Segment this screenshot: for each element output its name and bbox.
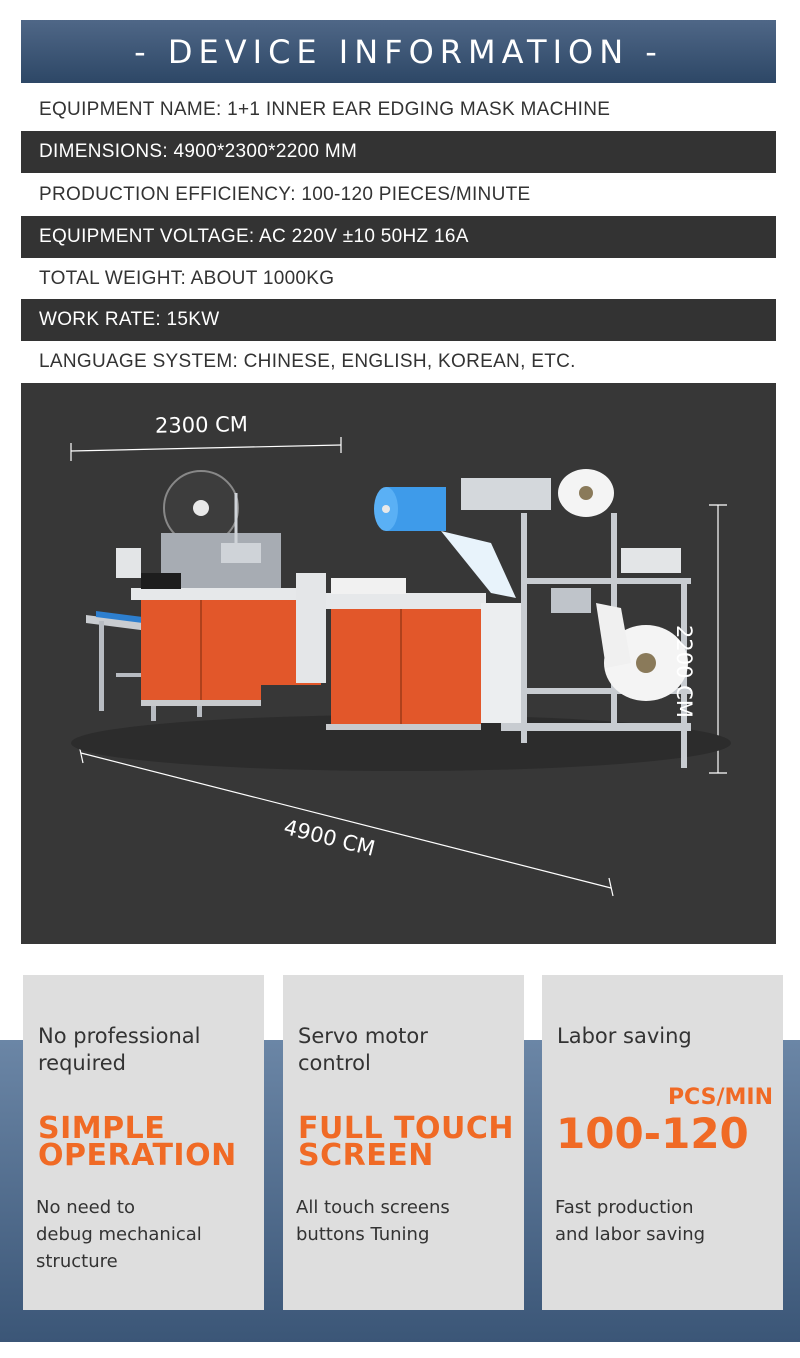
blue-fabric-roll (374, 487, 516, 598)
feature-headline: FULL TOUCH SCREEN (298, 1111, 514, 1173)
spec-total-weight: TOTAL WEIGHT: ABOUT 1000KG (39, 268, 335, 289)
rate-value: 100-120 (556, 1109, 749, 1158)
feature-description: Fast production and labor saving (555, 1197, 706, 1245)
rate-unit: PCS/MIN (667, 1085, 773, 1110)
dimension-lines (70, 437, 727, 897)
feature-headline: SIMPLE OPERATION (38, 1111, 237, 1173)
spec-dimensions: DIMENSIONS: 4900*2300*2200 MM (21, 131, 776, 173)
white-roll-bottom (596, 603, 688, 701)
feature-subtitle: Servo motor control (298, 1024, 428, 1075)
feature-card-full-touch-screen: Servo motor control FULL TOUCH SCREEN Al… (283, 975, 524, 1310)
section-header: - DEVICE INFORMATION - (21, 20, 776, 83)
feature-card-labor-saving: Labor saving PCS/MIN 100-120 Fast produc… (542, 975, 783, 1310)
feature-description: No need to debug mechanical structure (36, 1197, 202, 1272)
left-top-mechanism (116, 470, 281, 589)
feature-description: All touch screens buttons Tuning (296, 1197, 450, 1245)
feature-subtitle: No professional required (38, 1024, 201, 1075)
height-dimension-label: 2200 CM (672, 625, 696, 718)
feature-subtitle: Labor saving (557, 1024, 692, 1048)
feature-card-simple-operation: No professional required SIMPLE OPERATIO… (23, 975, 264, 1310)
white-roll-top (558, 469, 614, 517)
spec-equipment-name: EQUIPMENT NAME: 1+1 INNER EAR EDGING MAS… (39, 99, 611, 120)
section-title: - DEVICE INFORMATION - (134, 32, 663, 71)
spec-production-efficiency: PRODUCTION EFFICIENCY: 100-120 PIECES/MI… (39, 184, 531, 205)
right-cabinet (326, 578, 521, 730)
width-dimension-label: 2300 CM (154, 412, 249, 438)
left-cabinet (131, 573, 326, 706)
machine-photo: 2300 CM 2200 CM 4900 CM (21, 383, 776, 944)
machine-illustration (70, 437, 731, 897)
spec-language-system: LANGUAGE SYSTEM: CHINESE, ENGLISH, KOREA… (39, 351, 576, 372)
spec-work-rate: WORK RATE: 15KW (21, 299, 776, 341)
spec-voltage: EQUIPMENT VOLTAGE: AC 220V ±10 50HZ 16A (21, 216, 776, 258)
